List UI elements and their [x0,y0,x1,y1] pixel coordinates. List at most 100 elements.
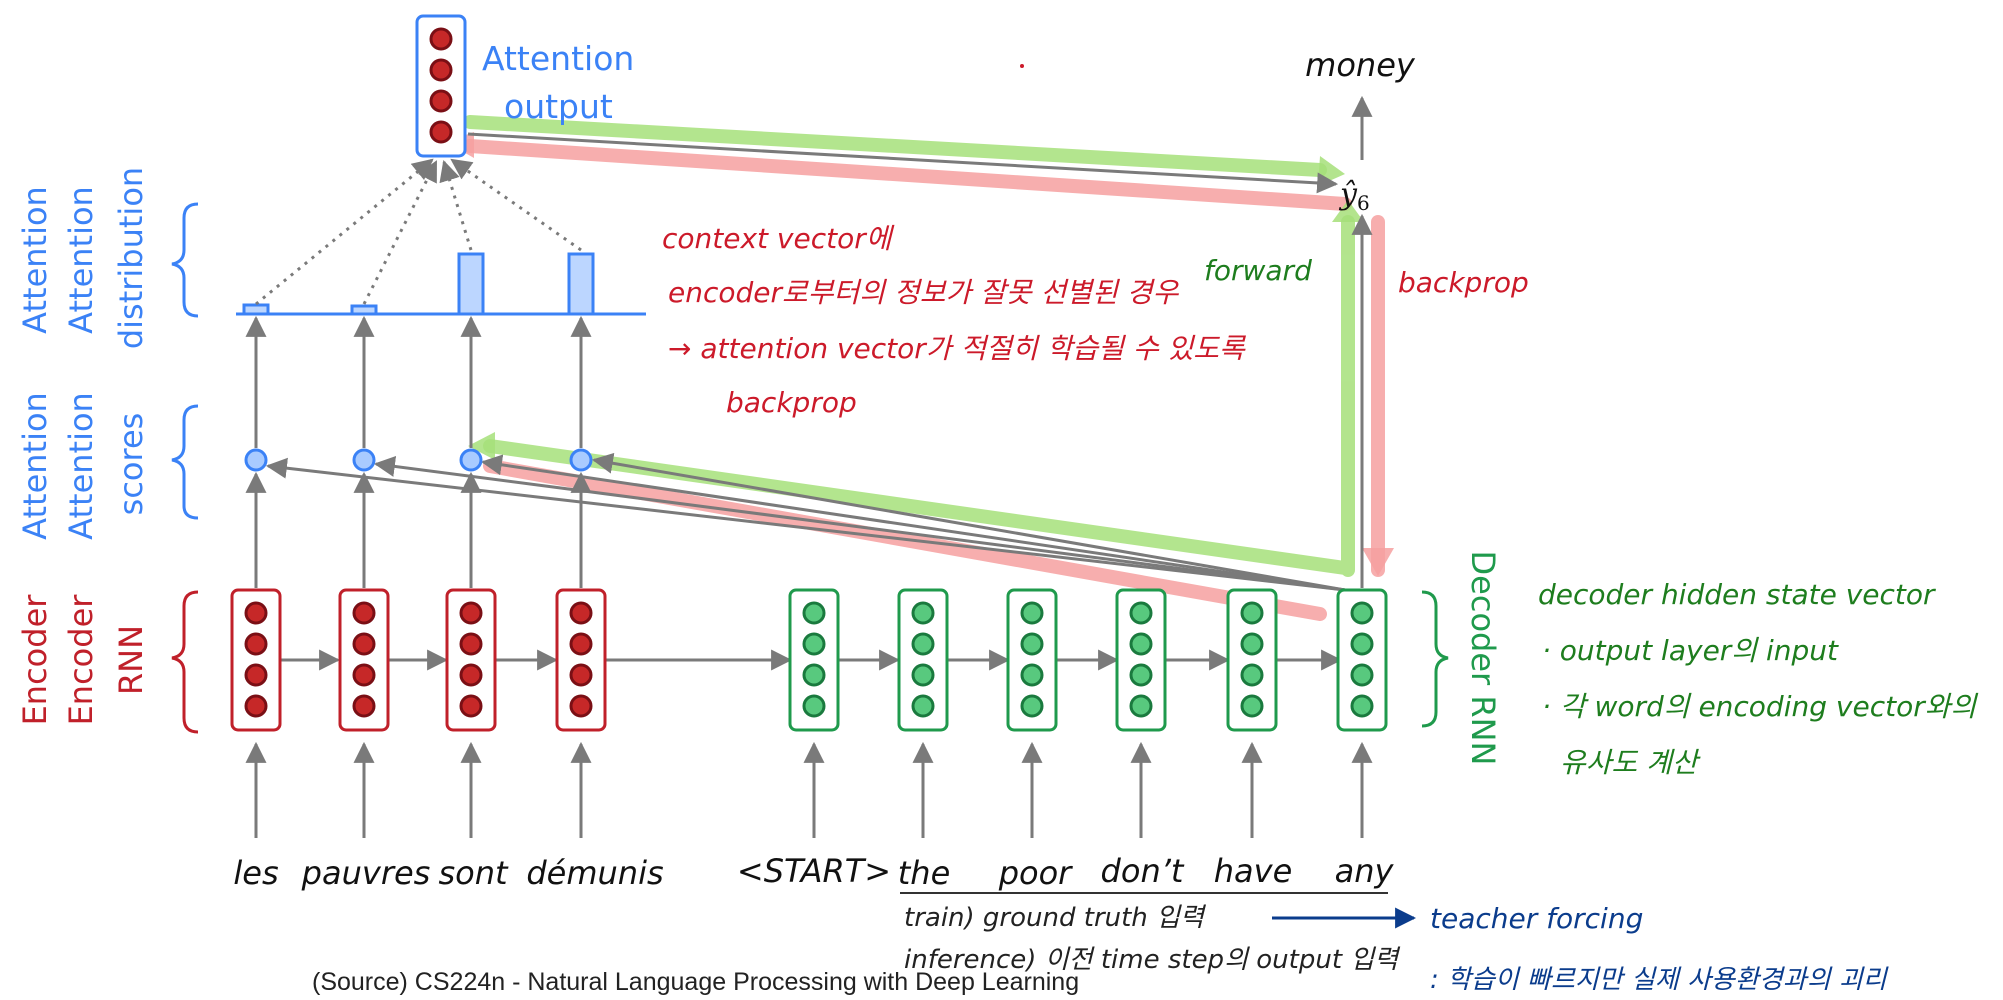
left-braces [171,202,1449,734]
target-word: have [1214,852,1293,890]
decoder-hidden-vector [788,588,840,732]
backprop-highlight [463,139,1385,621]
encoder-hidden-vector [555,588,607,732]
vector-unit [1350,694,1374,718]
attention-scores-line1: Attention [16,392,54,540]
encoder-hidden-vector [230,588,282,732]
score-node-demunis [569,448,593,472]
context-note-line: → attention vector가 적절히 학습될 수 있도록 [668,332,1247,365]
score-node-pauvres [352,448,376,472]
vector-unit [429,27,453,51]
encoder-vectors [230,588,607,732]
context-note-line: backprop [726,386,857,419]
vector-unit [352,632,376,656]
decoder-hidden-vector [1336,588,1388,732]
context-vector-note: context vector에 encoder로부터의 정보가 잘못 선별된 경… [662,222,1247,419]
vector-unit [244,632,268,656]
vector-frame [555,588,607,732]
vector-unit [1350,663,1374,687]
decoder-hidden-vector [1115,588,1167,732]
encoder-rnn-line3: RNN [112,625,150,695]
vector-frame [230,588,282,732]
decoder-hidden-vector [897,588,949,732]
stray-dot [1020,64,1024,68]
source-words: les pauvres sont démunis [233,854,663,892]
score-node-les [244,448,268,472]
vector-unit [1240,694,1264,718]
output-word-money: money [1305,46,1416,84]
inference-note: inference) 이전 time step의 output 입력 [904,945,1401,975]
distribution-bar-pauvres [350,304,378,316]
vector-frame [1336,588,1388,732]
attention-distribution-line1: Attention [16,186,54,334]
vector-unit [1129,694,1153,718]
target-word: <START> [737,852,891,890]
vector-unit [569,663,593,687]
target-word: poor [998,854,1073,892]
vector-frame [1115,588,1167,732]
vector-unit [244,694,268,718]
source-word: les [233,854,278,892]
distribution-bar-les [242,303,270,316]
vector-unit [911,663,935,687]
vector-unit [429,58,453,82]
vector-unit [429,120,453,144]
label-attention-scores: Attention Attention scores [16,392,150,540]
target-word: the [898,854,951,892]
y-hat: ŷ [1338,177,1358,212]
decoder-to-scores-arrows [265,452,1346,592]
vector-unit [1020,601,1044,625]
output-symbol-y: ŷ6 [1338,177,1370,215]
vector-unit [352,694,376,718]
vector-unit [1129,663,1153,687]
vector-unit [1240,601,1264,625]
vector-unit [244,601,268,625]
attention-output-vector-box [415,14,467,158]
vector-unit [1240,632,1264,656]
attention-distribution-line2: Attention [62,186,100,334]
encoder-hidden-vector [445,588,497,732]
vector-frame [897,588,949,732]
label-encoder-rnn: Encoder Encoder RNN [16,594,150,726]
target-words: <START> the poor don’t have any [737,852,1395,892]
vector-frame [1006,588,1058,732]
target-word: don’t [1101,852,1185,890]
teacher-forcing-caveat: : 학습이 빠르지만 실제 사용환경과의 괴리 [1430,965,1889,995]
decoder-note-line: decoder hidden state vector [1538,578,1936,611]
context-note-line: encoder로부터의 정보가 잘못 선별된 경우 [668,276,1179,309]
attention-scores-line3: scores [112,413,150,516]
vector-frame [1226,588,1278,732]
vector-unit [1020,694,1044,718]
weighted-sum-dotted-arrows [255,158,582,306]
attention-output-label-2: output [504,87,613,126]
vector-unit [911,601,935,625]
score-arrows [245,315,592,588]
decoder-note-line: · 각 word의 encoding vector와의 [1542,690,1978,723]
vector-unit [569,601,593,625]
attention-scores-line2: Attention [62,392,100,540]
attention-output-vector [415,14,467,158]
label-attention-distribution: Attention Attention distribution [16,167,150,349]
training-notes: train) ground truth 입력 teacher forcing i… [904,902,1889,995]
y-subscript: 6 [1357,191,1370,215]
vector-unit [459,694,483,718]
vector-unit [802,601,826,625]
vector-unit [459,601,483,625]
vector-unit [911,694,935,718]
vector-unit [569,632,593,656]
vector-unit [352,601,376,625]
decoder-hidden-vector [1226,588,1278,732]
decoder-hidden-state-note: decoder hidden state vector · output lay… [1538,578,1978,779]
input-arrows [245,741,1373,838]
vector-unit [802,632,826,656]
attention-score-nodes [244,448,593,472]
vector-frame [445,588,497,732]
vector-unit [244,663,268,687]
distribution-bar-sont [457,252,485,316]
vector-unit [1129,632,1153,656]
vector-unit [1020,632,1044,656]
decoder-vectors [788,588,1388,732]
source-word: démunis [526,854,663,892]
decoder-note-line: 유사도 계산 [1560,746,1701,779]
